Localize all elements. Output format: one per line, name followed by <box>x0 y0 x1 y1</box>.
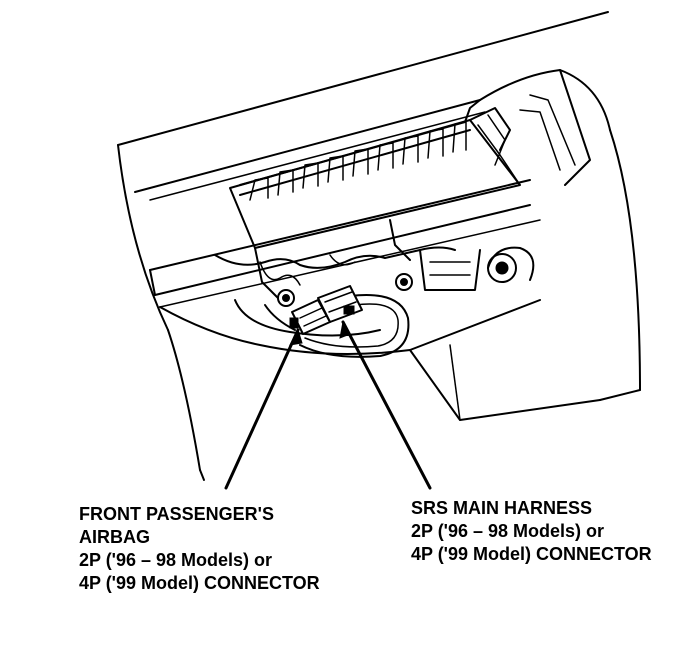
callout-line: 4P ('99 Model) CONNECTOR <box>411 544 652 564</box>
callout-line: 4P ('99 Model) CONNECTOR <box>79 573 320 593</box>
airbag-module-housing <box>229 94 576 249</box>
airbag-connector-leader <box>224 328 300 490</box>
callout-line: FRONT PASSENGER'S <box>79 504 274 524</box>
lower-panel <box>159 299 641 421</box>
passenger-airbag-connector-label: FRONT PASSENGER'S AIRBAG 2P ('96 – 98 Mo… <box>79 503 320 595</box>
callout-line: 2P ('96 – 98 Models) or <box>411 521 605 541</box>
mounting-bracket <box>214 246 481 291</box>
left-bolt <box>277 289 295 307</box>
callout-line: AIRBAG <box>79 527 150 547</box>
callout-line: 2P ('96 – 98 Models) or <box>79 550 273 570</box>
leader-lines <box>224 320 432 490</box>
srs-main-harness-connector-label: SRS MAIN HARNESS 2P ('96 – 98 Models) or… <box>411 497 652 566</box>
srs-harness-connector-leader <box>341 320 432 490</box>
dashboard-outline <box>117 11 641 481</box>
wire-harness <box>234 294 410 358</box>
center-bolt <box>395 273 413 291</box>
srs-main-harness-connector <box>317 285 363 323</box>
right-mounting-bolt <box>487 246 535 283</box>
callout-line: SRS MAIN HARNESS <box>411 498 593 518</box>
